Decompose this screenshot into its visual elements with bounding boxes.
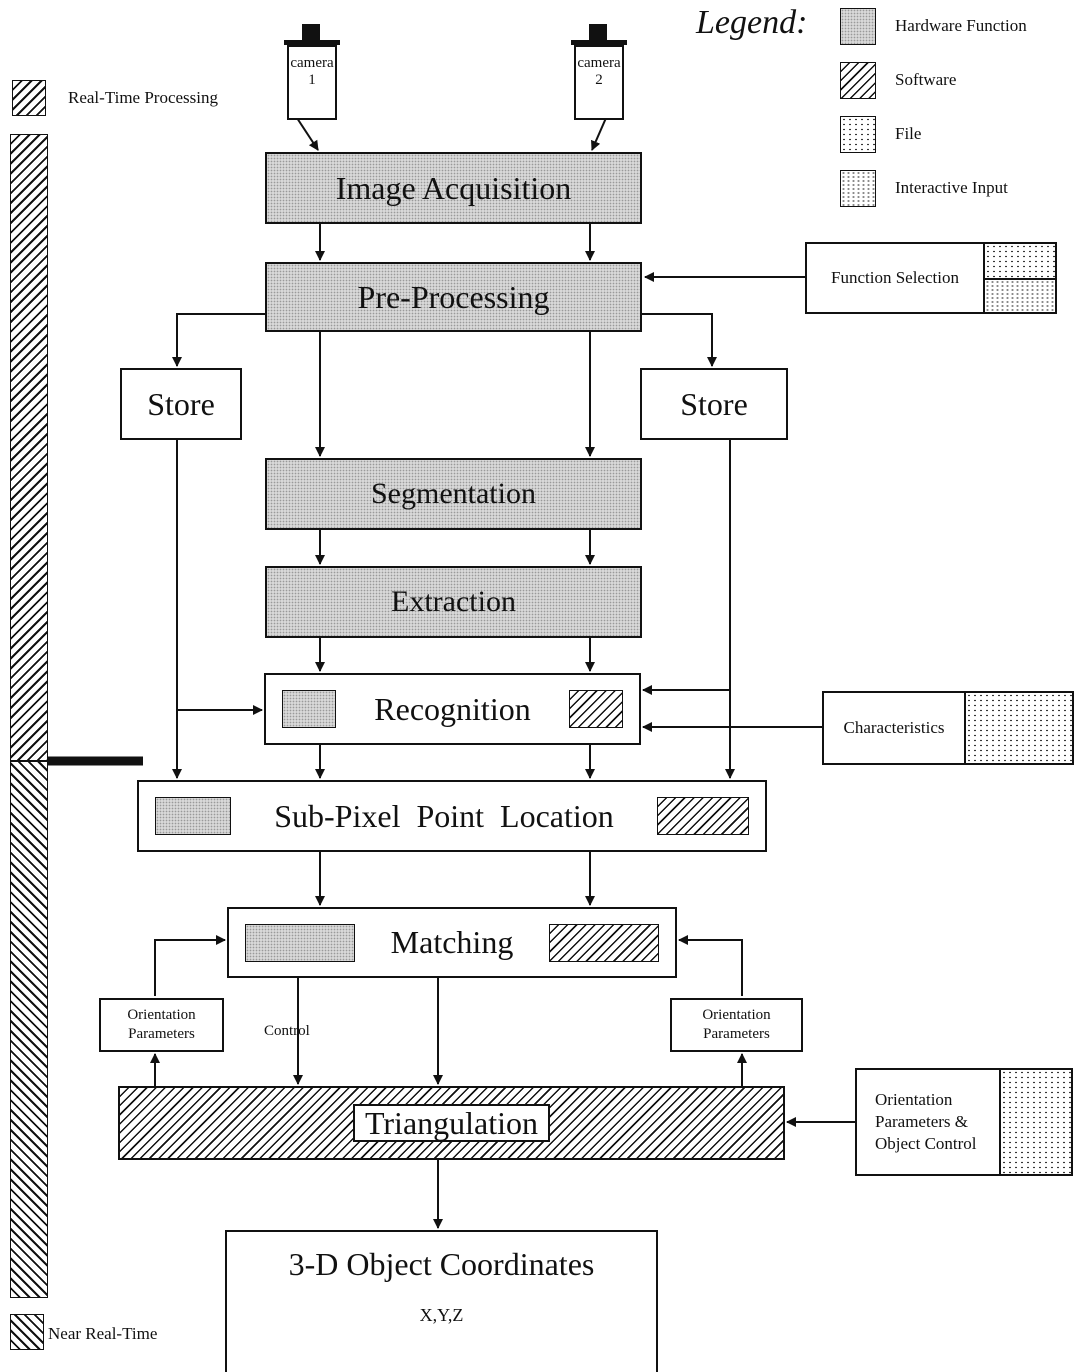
legend-label-software: Software	[895, 70, 957, 89]
camera-label: camera	[290, 55, 334, 71]
orientation-label-line2: Parameters	[703, 1026, 770, 1042]
legend-swatch-interactive	[840, 170, 876, 207]
camera-body: camera 1	[287, 45, 337, 120]
function-selection-label: Function Selection	[807, 244, 985, 312]
orientation-object-control-label: Orientation Parameters & Object Control	[857, 1070, 1001, 1174]
orientation-parameters-left: Orientation Parameters	[99, 998, 224, 1052]
recognition-box: Recognition	[264, 673, 641, 745]
software-indicator	[656, 797, 749, 835]
image-acquisition-box: Image Acquisition	[265, 152, 642, 224]
subpixel-box: Sub-Pixel Point Location	[137, 780, 767, 852]
interactive-pattern	[985, 280, 1055, 312]
file-pattern	[966, 693, 1072, 763]
triangulation-label: Triangulation	[352, 1104, 551, 1142]
camera-mount	[284, 40, 340, 45]
camera-label: camera	[577, 55, 621, 71]
pre-processing-box: Pre-Processing	[265, 262, 642, 332]
hardware-indicator	[155, 797, 231, 835]
matching-box: Matching	[227, 907, 677, 978]
output-box: 3-D Object Coordinates X,Y,Z	[225, 1230, 658, 1372]
store-right-box: Store	[640, 368, 788, 440]
file-pattern	[985, 244, 1055, 280]
label-line3: Object Control	[875, 1134, 977, 1154]
camera-1: camera 1	[281, 24, 343, 120]
camera-mount	[571, 40, 627, 45]
orientation-object-control-box: Orientation Parameters & Object Control	[855, 1068, 1073, 1176]
hardware-indicator	[245, 923, 355, 962]
realtime-swatch	[12, 80, 46, 116]
function-selection-box: Function Selection	[805, 242, 1057, 314]
realtime-label: Real-Time Processing	[68, 88, 219, 107]
segmentation-box: Segmentation	[265, 458, 642, 530]
output-title: 3-D Object Coordinates	[288, 1246, 595, 1282]
software-indicator	[568, 690, 623, 728]
orientation-label-line1: Orientation	[702, 1007, 771, 1024]
orientation-parameters-right: Orientation Parameters	[670, 998, 803, 1052]
characteristics-label: Characteristics	[824, 693, 966, 763]
legend-label-file: File	[895, 124, 922, 143]
triangulation-box: Triangulation	[118, 1086, 785, 1160]
nearrealtime-swatch	[10, 1314, 44, 1350]
camera-number: 1	[308, 72, 316, 88]
legend-label-interactive: Interactive Input	[895, 178, 1008, 197]
orientation-label-line2: Parameters	[128, 1026, 195, 1042]
label-line1: Orientation	[875, 1089, 953, 1109]
matching-label: Matching	[390, 924, 514, 960]
label-line2: Parameters &	[875, 1111, 968, 1131]
realtime-bar	[10, 134, 48, 761]
legend-swatch-file	[840, 116, 876, 153]
recognition-label: Recognition	[374, 690, 531, 727]
characteristics-box: Characteristics	[822, 691, 1074, 765]
function-selection-media	[985, 244, 1055, 312]
nearrealtime-label: Near Real-Time	[48, 1324, 158, 1343]
legend-swatch-software	[840, 62, 876, 99]
output-value: X,Y,Z	[419, 1305, 464, 1325]
file-pattern	[1001, 1070, 1071, 1174]
orientation-label-line1: Orientation	[127, 1007, 196, 1024]
camera-body: camera 2	[574, 45, 624, 120]
software-indicator	[548, 923, 659, 962]
camera-lens-icon	[302, 24, 320, 40]
subpixel-label: Sub-Pixel Point Location	[274, 797, 614, 834]
legend-title: Legend:	[696, 4, 808, 41]
hardware-indicator	[282, 690, 336, 728]
control-label: Control	[264, 1023, 310, 1039]
extraction-box: Extraction	[265, 566, 642, 638]
camera-lens-icon	[589, 24, 607, 40]
camera-2: camera 2	[568, 24, 630, 120]
legend-swatch-hardware	[840, 8, 876, 45]
legend-label-hardware: Hardware Function	[895, 16, 1027, 35]
camera-number: 2	[595, 72, 603, 88]
store-left-box: Store	[120, 368, 242, 440]
nearrealtime-bar	[10, 761, 48, 1298]
